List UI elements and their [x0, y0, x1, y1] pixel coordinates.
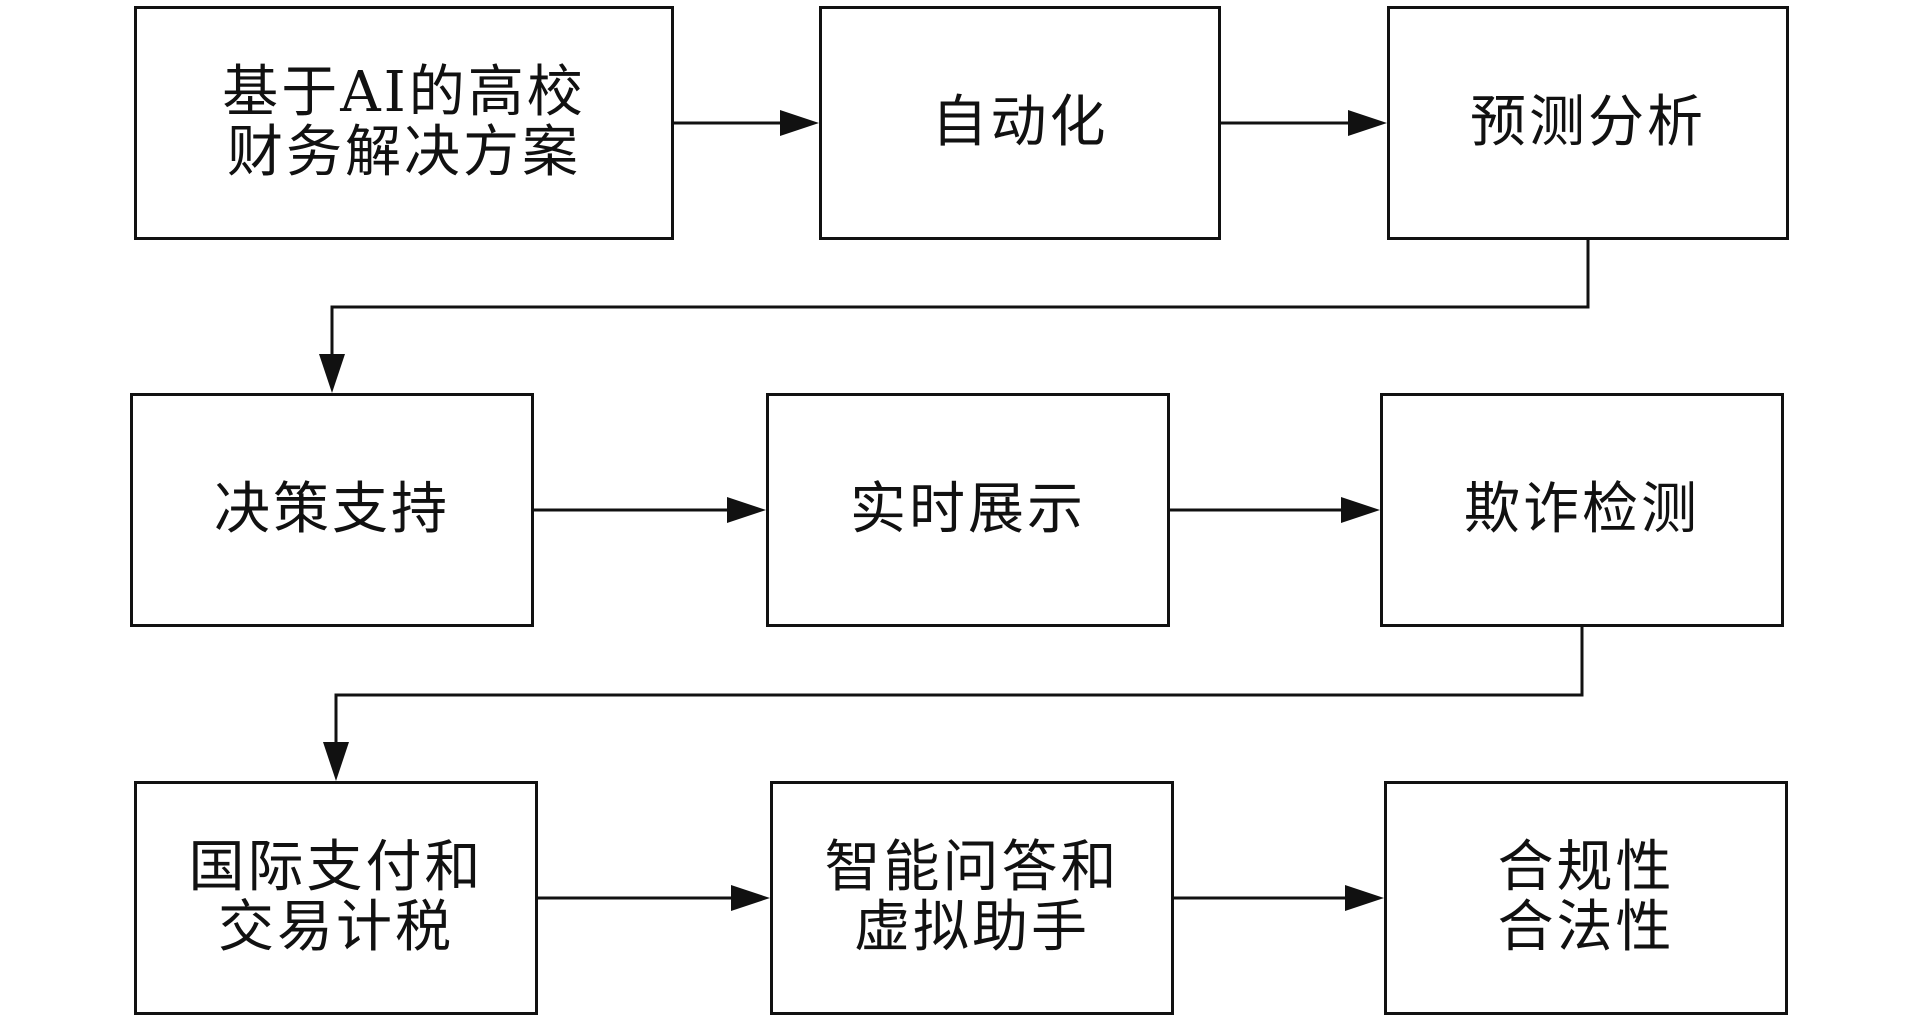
node-label: 预测分析: [1470, 89, 1706, 155]
node-automation: 自动化: [819, 6, 1221, 240]
arrowhead-n4-n5: [1341, 497, 1380, 523]
node-international-payment-tax: 国际支付和 交易计税: [134, 781, 538, 1015]
arrowhead-n1-n2: [1348, 110, 1387, 136]
node-decision-support: 决策支持: [130, 393, 534, 627]
node-label: 实时展示: [850, 476, 1086, 542]
node-label: 国际支付和 交易计税: [188, 834, 484, 960]
node-smart-qa-assistant: 智能问答和 虚拟助手: [770, 781, 1174, 1015]
node-ai-finance-solution: 基于AI的高校 财务解决方案: [134, 6, 674, 240]
node-realtime-display: 实时展示: [766, 393, 1170, 627]
edge-n5-n6: [334, 627, 1584, 744]
node-label: 基于AI的高校 财务解决方案: [222, 59, 586, 185]
arrowhead-n7-n8: [1345, 885, 1384, 911]
node-label: 欺诈检测: [1464, 476, 1700, 542]
arrowhead-n2-n3: [319, 354, 345, 393]
arrowhead-n5-n6: [323, 742, 349, 781]
node-compliance-legality: 合规性 合法性: [1384, 781, 1788, 1015]
node-label: 智能问答和 虚拟助手: [824, 834, 1120, 960]
node-predictive-analysis: 预测分析: [1387, 6, 1789, 240]
node-label: 合规性 合法性: [1497, 834, 1675, 960]
node-label: 决策支持: [214, 476, 450, 542]
arrowhead-n6-n7: [731, 885, 770, 911]
arrowhead-n0-n1: [780, 110, 819, 136]
edge-n2-n3: [330, 240, 1590, 356]
arrowhead-n3-n4: [727, 497, 766, 523]
node-fraud-detection: 欺诈检测: [1380, 393, 1784, 627]
node-label: 自动化: [931, 89, 1109, 155]
